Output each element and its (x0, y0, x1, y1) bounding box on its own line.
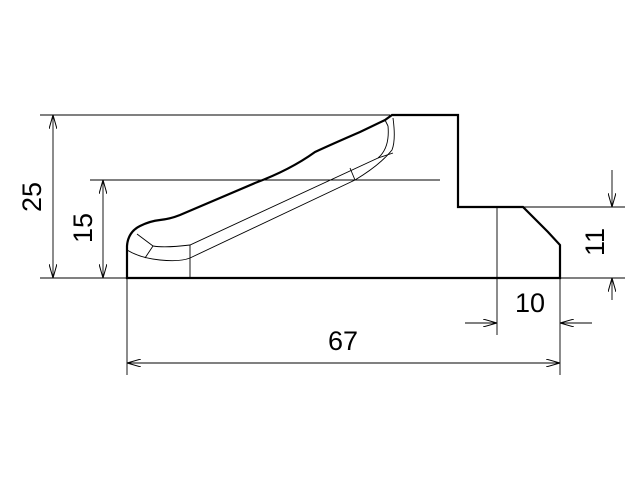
dimension-label-67: 67 (328, 326, 358, 356)
dimension-label-15: 15 (68, 213, 98, 243)
extension-lines (40, 114, 625, 375)
profile-outline (125, 113, 562, 280)
dimension-label-25: 25 (17, 182, 47, 212)
dimension-label-11: 11 (580, 228, 610, 256)
groove-lines (126, 117, 395, 278)
dimension-label-10: 10 (515, 288, 545, 318)
dimension-lines (53, 115, 612, 363)
